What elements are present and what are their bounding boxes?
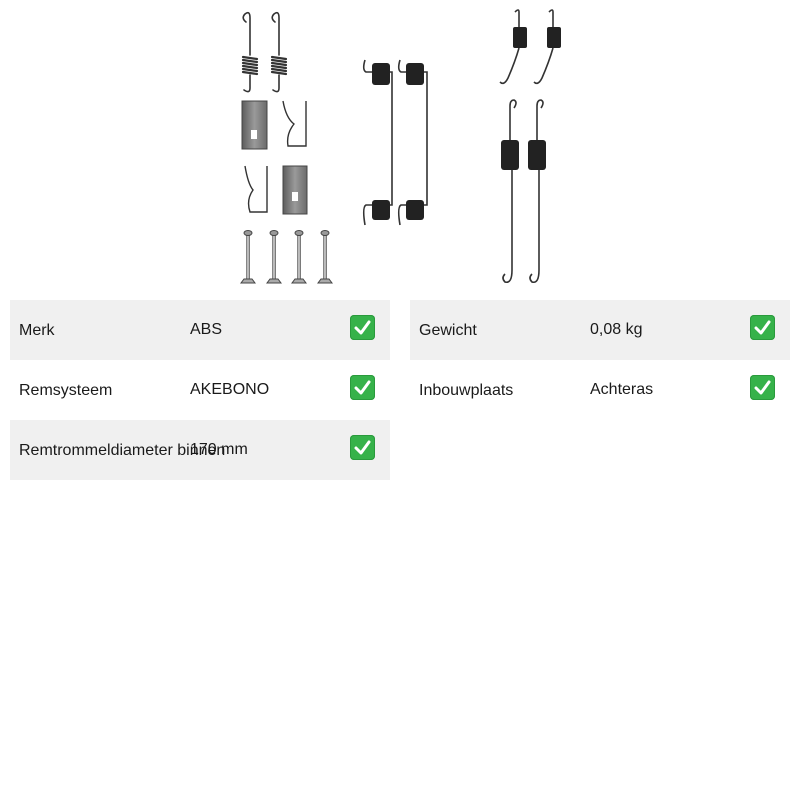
spec-label: Remsysteem — [19, 382, 113, 399]
check-mark-icon — [350, 375, 375, 400]
spec-label: Gewicht — [419, 322, 477, 339]
spec-value: AKEBONO — [190, 381, 270, 398]
spec-value: 170 mm — [190, 441, 248, 458]
spec-value: ABS — [190, 321, 223, 338]
product-image — [240, 9, 561, 284]
spec-row-merk: Merk ABS — [10, 300, 390, 360]
spec-row-inbouwplaats: Inbouwplaats Achteras — [410, 360, 790, 420]
spec-value: Achteras — [590, 381, 654, 398]
spec-row-remsysteem: Remsysteem AKEBONO — [10, 360, 390, 420]
spec-label: Inbouwplaats — [419, 382, 514, 399]
spec-label: Remtrommeldiameter binnen — [19, 442, 226, 459]
spec-table-right: Gewicht 0,08 kg Inbouwplaats Achteras — [410, 300, 790, 420]
spec-table-left: Merk ABS Remsysteem AKEBONO Remtrommeldi… — [10, 300, 390, 480]
check-mark-icon — [750, 315, 775, 340]
spec-value: 0,08 kg — [590, 321, 643, 338]
spec-label: Merk — [19, 322, 55, 339]
spec-row-remtrommeldiameter: Remtrommeldiameter binnen 170 mm — [10, 420, 390, 480]
check-mark-icon — [350, 435, 375, 460]
spec-row-gewicht: Gewicht 0,08 kg — [410, 300, 790, 360]
check-mark-icon — [350, 315, 375, 340]
check-mark-icon — [750, 375, 775, 400]
